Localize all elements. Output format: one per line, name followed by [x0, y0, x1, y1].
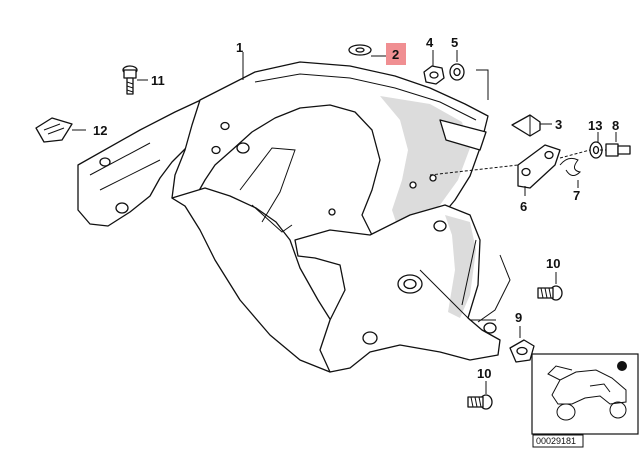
- stopper-part-3: [511, 114, 541, 137]
- nut-part-4: [423, 65, 445, 85]
- hole: [220, 121, 230, 131]
- bracket-lower-wire: [419, 239, 496, 321]
- hole: [328, 208, 336, 216]
- washer-part-5: [449, 63, 465, 81]
- callout-9: 9: [515, 310, 522, 325]
- bracket-left-arm-edge: [89, 142, 161, 191]
- hole: [99, 157, 111, 167]
- main-bracket: [77, 61, 511, 373]
- callout-4: 4: [426, 35, 434, 50]
- hole: [115, 202, 129, 214]
- callout-3: 3: [555, 117, 562, 132]
- location-marker: [617, 361, 627, 371]
- callout-11: 11: [151, 73, 165, 88]
- bracket-retaining-wire: [477, 254, 511, 323]
- plate-part-6: [517, 144, 561, 189]
- callout-7: 7: [573, 188, 580, 203]
- callout-1: 1: [236, 40, 243, 55]
- hole: [362, 331, 378, 345]
- hole: [429, 174, 437, 182]
- bolt-part-10-lower: [467, 394, 493, 410]
- callout-2: 2: [392, 47, 399, 62]
- bracket-slot: [439, 119, 487, 151]
- hole: [433, 220, 447, 232]
- hole-inner: [403, 278, 417, 290]
- bracket-arch-ridge: [254, 73, 477, 121]
- grommet-part-9: [509, 339, 535, 363]
- bracket-clip-wire: [239, 147, 296, 233]
- bracket-lower-plate: [294, 204, 501, 373]
- motorcycle-icon: [547, 365, 627, 421]
- hole: [236, 142, 250, 154]
- reference-code-box: [532, 434, 584, 448]
- bolt-part-10-upper: [537, 285, 563, 301]
- callout-6: 6: [520, 199, 527, 214]
- callout-5: 5: [451, 35, 458, 50]
- hole: [483, 322, 497, 334]
- assembly-line: [429, 149, 606, 176]
- reference-thumbnail: 00029181: [531, 353, 639, 448]
- bracket-lower-shade: [445, 215, 476, 318]
- hole: [211, 145, 221, 155]
- callout-10-upper: 10: [546, 256, 560, 271]
- reference-code: 00029181: [536, 436, 576, 446]
- callout-12: 12: [93, 123, 107, 138]
- hole: [409, 181, 417, 189]
- screw-part-8: [605, 143, 631, 157]
- clip-part-7: [559, 157, 582, 176]
- washer-part-2: [348, 44, 372, 56]
- callout-labels: 1 2 3 4 5 6 7 8 9 10 10 11 12 13: [93, 35, 619, 381]
- callout-2-highlight: [386, 43, 406, 65]
- callout-10-lower: 10: [477, 366, 491, 381]
- leader-lines: [72, 50, 617, 394]
- clip-nut-part: [35, 117, 73, 143]
- callout-13: 13: [588, 118, 602, 133]
- bolt-part-11: [122, 65, 138, 95]
- callout-8: 8: [612, 118, 619, 133]
